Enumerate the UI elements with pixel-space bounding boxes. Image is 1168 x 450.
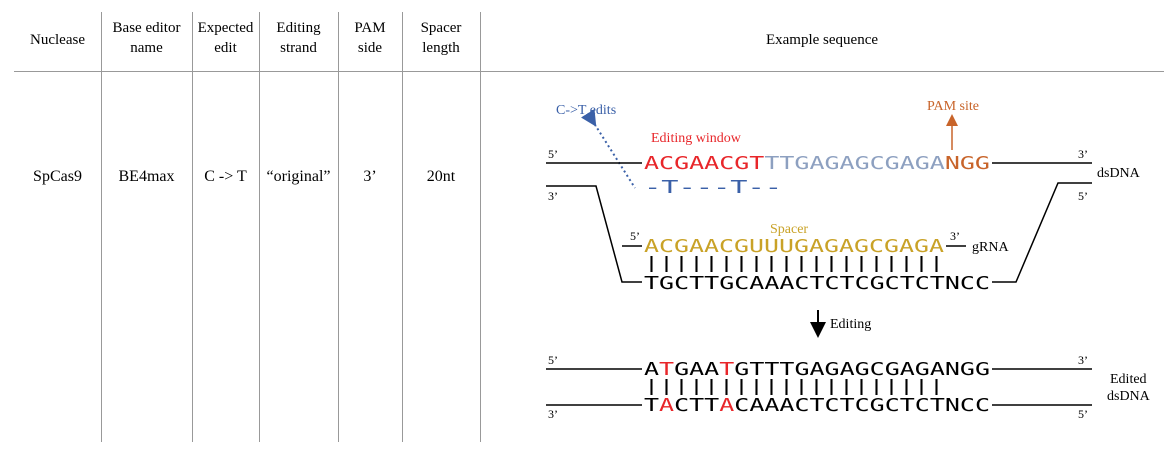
- cell-pam-side: 3’: [363, 168, 377, 185]
- header-expected-edit-line2: edit: [214, 40, 237, 56]
- pam-gg: GG: [960, 153, 990, 174]
- header-expected-edit-line1: Expected: [197, 20, 254, 36]
- cell-spacer-length: 20nt: [426, 168, 456, 185]
- column-divider: [402, 12, 403, 442]
- edited-bottom-edit-1: A: [659, 395, 674, 416]
- bottom-strand-right-path: [992, 182, 1092, 283]
- target-strand-pam: NCC: [945, 273, 990, 294]
- grna-sequence: ACGAACGUUUGAGAGCGAGA: [644, 236, 944, 257]
- header-base-editor-line2: name: [130, 40, 163, 56]
- ct-edits-arrow: [580, 108, 636, 189]
- editing-arrow-label: Editing: [830, 317, 871, 332]
- grna-three-prime: 3’: [950, 229, 960, 243]
- column-divider: [338, 12, 339, 442]
- header-example-sequence: Example sequence: [765, 32, 879, 48]
- bottom-strand-left-path: [546, 185, 642, 283]
- grna-five-prime: 5’: [630, 229, 640, 243]
- header-editing-strand-line2: strand: [280, 40, 317, 56]
- edited-top-edit-1: T: [659, 359, 674, 380]
- edit-marks: -T---T--: [644, 177, 782, 198]
- spacer-label: Spacer: [770, 222, 808, 237]
- header-pam-side-line2: side: [357, 40, 383, 56]
- editing-window-label: Editing window: [651, 131, 742, 146]
- column-divider: [192, 12, 193, 442]
- ct-edits-label: C->T edits: [556, 103, 616, 118]
- edited-bottom-edit-2: A: [719, 395, 734, 416]
- edited-top-edit-2: T: [719, 359, 734, 380]
- header-spacer-length-line1: Spacer: [420, 20, 462, 36]
- edited-pairing-bars: ||||||||||||||||||||: [644, 376, 944, 395]
- bottom-five-prime-right: 5’: [1078, 189, 1088, 203]
- top-five-prime: 5’: [548, 147, 558, 161]
- header-editing-strand-line1: Editing: [276, 20, 321, 36]
- header-nuclease: Nuclease: [30, 32, 85, 48]
- header-spacer-length: Spacer length: [402, 18, 480, 58]
- edited-top-five-prime: 5’: [548, 353, 558, 367]
- editing-window-seq: ACGAACGT: [644, 153, 765, 174]
- header-expected-edit: Expected edit: [192, 18, 259, 58]
- grna-label: gRNA: [972, 240, 1009, 255]
- cell-expected-edit: C -> T: [204, 168, 247, 185]
- header-base-editor-line1: Base editor: [112, 20, 181, 36]
- edited-top-seg-2: GAA: [674, 359, 719, 380]
- column-divider: [480, 12, 481, 442]
- cell-nuclease: SpCas9: [33, 168, 82, 185]
- header-editing-strand: Editing strand: [259, 18, 338, 58]
- edited-top-seg-3: GTTTGAGAGCGAGANGG: [734, 359, 990, 380]
- edited-bottom-five-prime: 5’: [1078, 407, 1088, 421]
- edited-bottom-three-prime: 3’: [548, 407, 558, 421]
- column-divider: [101, 12, 102, 442]
- edited-dsdna-label-line1: Edited: [1110, 372, 1147, 387]
- column-divider: [259, 12, 260, 442]
- dsdna-label: dsDNA: [1097, 166, 1141, 181]
- pam-n: N: [945, 153, 960, 174]
- header-spacer-length-line2: length: [422, 40, 460, 56]
- header-base-editor-name: Base editor name: [101, 18, 192, 58]
- bottom-three-prime-left: 3’: [548, 189, 558, 203]
- edited-bottom-seg-2: CTT: [674, 395, 719, 416]
- edited-top-three-prime: 3’: [1078, 353, 1088, 367]
- header-divider: [14, 71, 1164, 72]
- cell-base-editor: BE4max: [118, 168, 175, 185]
- protospacer-rest-seq: TTGAGAGCGAGA: [764, 153, 945, 174]
- header-pam-side-line1: PAM: [354, 20, 386, 36]
- edited-bottom-seg-3: CAAACTCTCGCTCTNCC: [734, 395, 990, 416]
- top-three-prime: 3’: [1078, 147, 1088, 161]
- edited-dsdna-label-line2: dsDNA: [1107, 389, 1151, 404]
- grna-pairing-bars: ||||||||||||||||||||: [644, 253, 944, 272]
- header-pam-side: PAM side: [338, 18, 402, 58]
- edited-bottom-seg-1: T: [644, 395, 659, 416]
- target-strand-seq: TGCTTGCAAACTCTCGCTCT: [644, 273, 945, 294]
- edited-top-seg-1: A: [644, 359, 659, 380]
- pam-site-label: PAM site: [927, 99, 979, 114]
- cell-editing-strand: “original”: [266, 168, 331, 185]
